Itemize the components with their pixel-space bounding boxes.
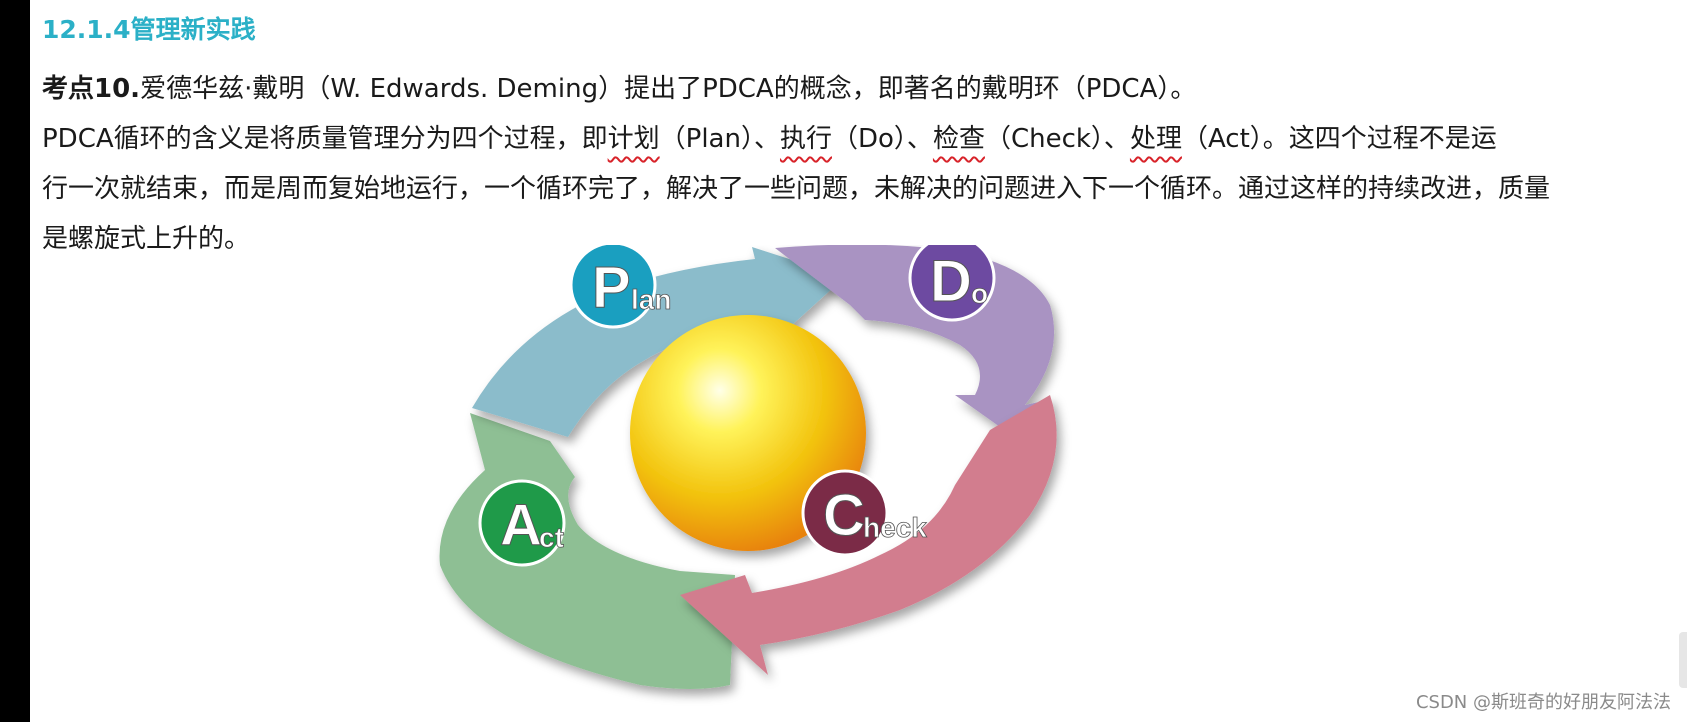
do-circle	[908, 245, 996, 322]
key-point-label: 考点10.	[42, 74, 141, 104]
check-badge: C heck	[801, 469, 928, 557]
term-check-en: （Check）、	[984, 124, 1130, 154]
plan-badge: P lan	[569, 245, 672, 329]
plan-rest: lan	[631, 284, 671, 315]
check-arrow	[680, 395, 1057, 675]
act-rest: ct	[539, 522, 564, 553]
scroll-handle[interactable]	[1679, 632, 1687, 688]
term-do-en: （Do）、	[832, 124, 933, 154]
paragraph-line-1: 考点10.爱德华兹·戴明（W. Edwards. Deming）提出了PDCA的…	[42, 68, 1196, 105]
do-badge: D o	[908, 245, 996, 322]
check-circle	[801, 469, 889, 557]
term-plan: 计划	[607, 124, 660, 154]
line1-text: 爱德华兹·戴明（W. Edwards. Deming）提出了PDCA的概念，即著…	[140, 74, 1197, 104]
check-letter: C	[823, 483, 865, 548]
paragraph-line-3: 行一次就结束，而是周而复始地运行，一个循环完了，解决了一些问题，未解决的问题进入…	[42, 174, 1551, 204]
act-circle	[478, 479, 566, 567]
pdca-cycle-diagram: P lan D o C heck A ct	[439, 245, 1057, 689]
term-act: 处理	[1129, 124, 1182, 154]
plan-arrow	[472, 247, 845, 437]
do-rest: o	[971, 278, 988, 309]
act-letter: A	[500, 493, 542, 558]
term-check: 检查	[932, 124, 985, 154]
section-heading: 12.1.4管理新实践	[42, 15, 256, 44]
term-plan-en: （Plan）、	[659, 124, 780, 154]
document-page: 12.1.4管理新实践 考点10.爱德华兹·戴明（W. Edwards. Dem…	[30, 0, 1687, 722]
paragraph-line-2: PDCA循环的含义是将质量管理分为四个过程，即计划（Plan）、执行（Do）、检…	[42, 118, 1497, 155]
line2-intro: PDCA循环的含义是将质量管理分为四个过程，即	[42, 124, 608, 154]
act-badge: A ct	[478, 479, 566, 567]
plan-circle	[569, 245, 657, 329]
term-do: 执行	[779, 124, 832, 154]
plan-letter: P	[592, 255, 631, 320]
do-letter: D	[930, 249, 972, 314]
check-rest: heck	[863, 512, 927, 543]
paragraph-line-4: 是螺旋式上升的。	[42, 224, 251, 254]
csdn-watermark: CSDN @斯班奇的好朋友阿法法	[1415, 692, 1671, 713]
term-act-en: （Act）。这四个过程不是运	[1181, 124, 1497, 154]
